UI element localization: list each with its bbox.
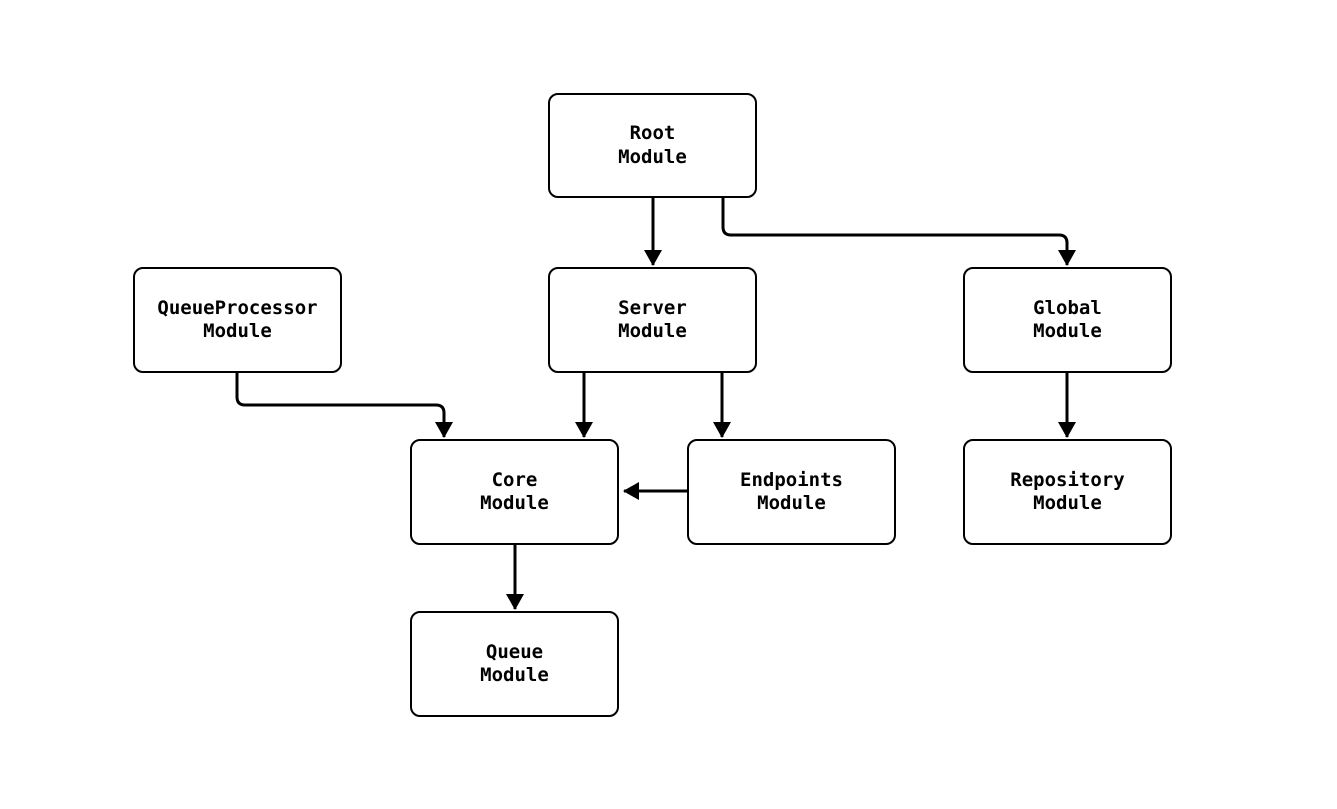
edge-root-to-global xyxy=(721,198,1076,266)
edge-queueprocessor-to-core xyxy=(235,373,453,438)
node-queue-module: Queue Module xyxy=(410,611,619,717)
node-server-module: Server Module xyxy=(548,267,757,373)
node-endpoints-module: Endpoints Module xyxy=(687,439,896,545)
node-repository-module: Repository Module xyxy=(963,439,1172,545)
node-core-module: Core Module xyxy=(410,439,619,545)
node-global-module: Global Module xyxy=(963,267,1172,373)
node-root-module: Root Module xyxy=(548,93,757,198)
node-queueprocessor-module: QueueProcessor Module xyxy=(133,267,342,373)
